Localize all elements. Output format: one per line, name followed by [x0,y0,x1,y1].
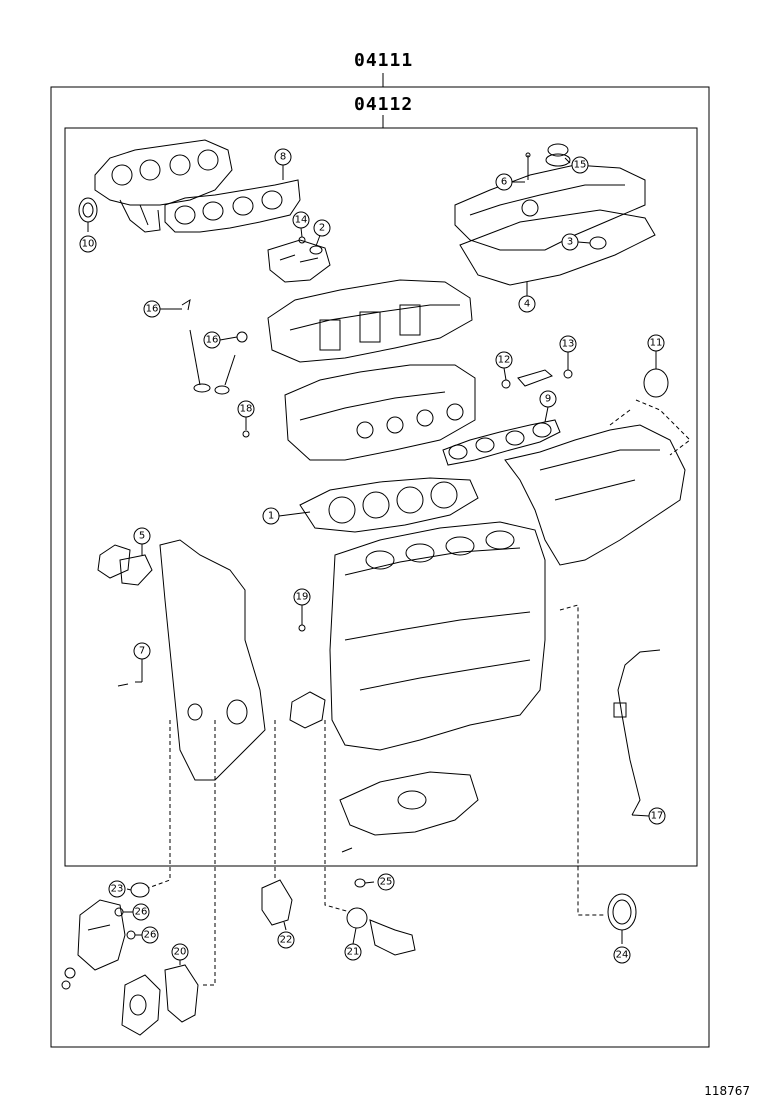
callout-14: 14 [295,215,308,226]
callout-11: 11 [650,338,663,349]
callout-15: 15 [574,160,587,171]
thermostat-housing-drawing [369,919,416,956]
bolt-7-drawing [117,681,142,687]
seal-12-drawing [501,379,511,389]
o-ring-18-drawing [242,430,250,438]
valve-cover-gasket-4-drawing [459,209,656,286]
o-ring-19-drawing [298,624,306,632]
callout-6: 6 [501,177,507,188]
outer-kit-frame [50,86,710,1048]
o-ring-13-drawing [563,369,573,379]
gasket-25-drawing [354,878,366,888]
timing-cover-drawing [159,539,266,781]
gasket-22-drawing [261,879,293,926]
callout-19: 19 [296,592,309,603]
gasket-11-drawing [643,368,669,398]
valve-parts-drawing [181,298,248,395]
callout-5: 5 [139,531,145,542]
dashed-guide-lines [147,399,691,986]
intake-manifold-drawing [504,424,686,566]
inner-kit-code: 04112 [354,94,414,115]
water-pump-drawing [77,899,126,971]
dipstick-drawing [613,649,661,816]
cylinder-head-drawing [284,364,476,461]
callout-9: 9 [545,394,551,405]
head-gasket-1-drawing [299,477,479,533]
oil-seal-drawing [289,691,326,729]
callout-18: 18 [240,404,253,415]
inner-kit-frame [64,127,698,867]
o-ring-26a-drawing [114,907,124,917]
callout-21: 21 [347,947,360,958]
oil-pan-drawing [339,771,479,836]
exhaust-manifold-drawing [94,139,233,233]
o-ring-26b-drawing [126,930,136,940]
figure-number: 118767 [704,1084,750,1098]
drain-plug-drawing [341,847,353,853]
callout-16-top: 16 [146,304,159,315]
gasket-23-drawing [130,882,150,898]
callout-16-bottom: 16 [206,335,219,346]
callout-23: 23 [111,884,124,895]
callout-13: 13 [562,339,575,350]
callout-7: 7 [139,646,145,657]
callout-22: 22 [280,935,293,946]
callout-1: 1 [268,511,274,522]
cylinder-block-drawing [329,521,546,751]
intake-gasket-9-drawing [442,419,561,466]
outer-kit-code: 04111 [354,50,414,71]
callout-circles [79,148,666,964]
valve-cover-drawing [454,164,646,251]
gasket-21-drawing [346,907,368,929]
pump-pulley-drawing [121,974,161,1036]
exhaust-gasket-8-drawing [164,179,301,233]
seal-3-drawing [589,236,607,250]
seal-5-drawing [97,544,153,586]
cap-15-drawing [547,143,569,157]
cam-carrier-drawing [267,279,473,363]
rear-oil-seal-24-drawing [607,893,637,931]
callout-17: 17 [651,811,664,822]
plug-2-drawing [309,245,323,255]
seal-ring-10-drawing [78,197,98,223]
cam-housing-drawing [267,239,331,283]
callout-12: 12 [498,355,511,366]
gasket-20-drawing [164,964,199,1023]
callout-24: 24 [616,950,629,961]
callout-3: 3 [567,237,573,248]
injector-drawing [517,369,553,387]
callout-4: 4 [524,299,530,310]
callout-leaders [87,157,657,965]
callout-20: 20 [174,947,187,958]
callout-26-bottom: 26 [144,930,157,941]
callout-10: 10 [82,239,95,250]
callout-26-top: 26 [135,907,148,918]
callout-8: 8 [280,152,286,163]
callout-25: 25 [380,877,393,888]
callout-2: 2 [319,223,325,234]
